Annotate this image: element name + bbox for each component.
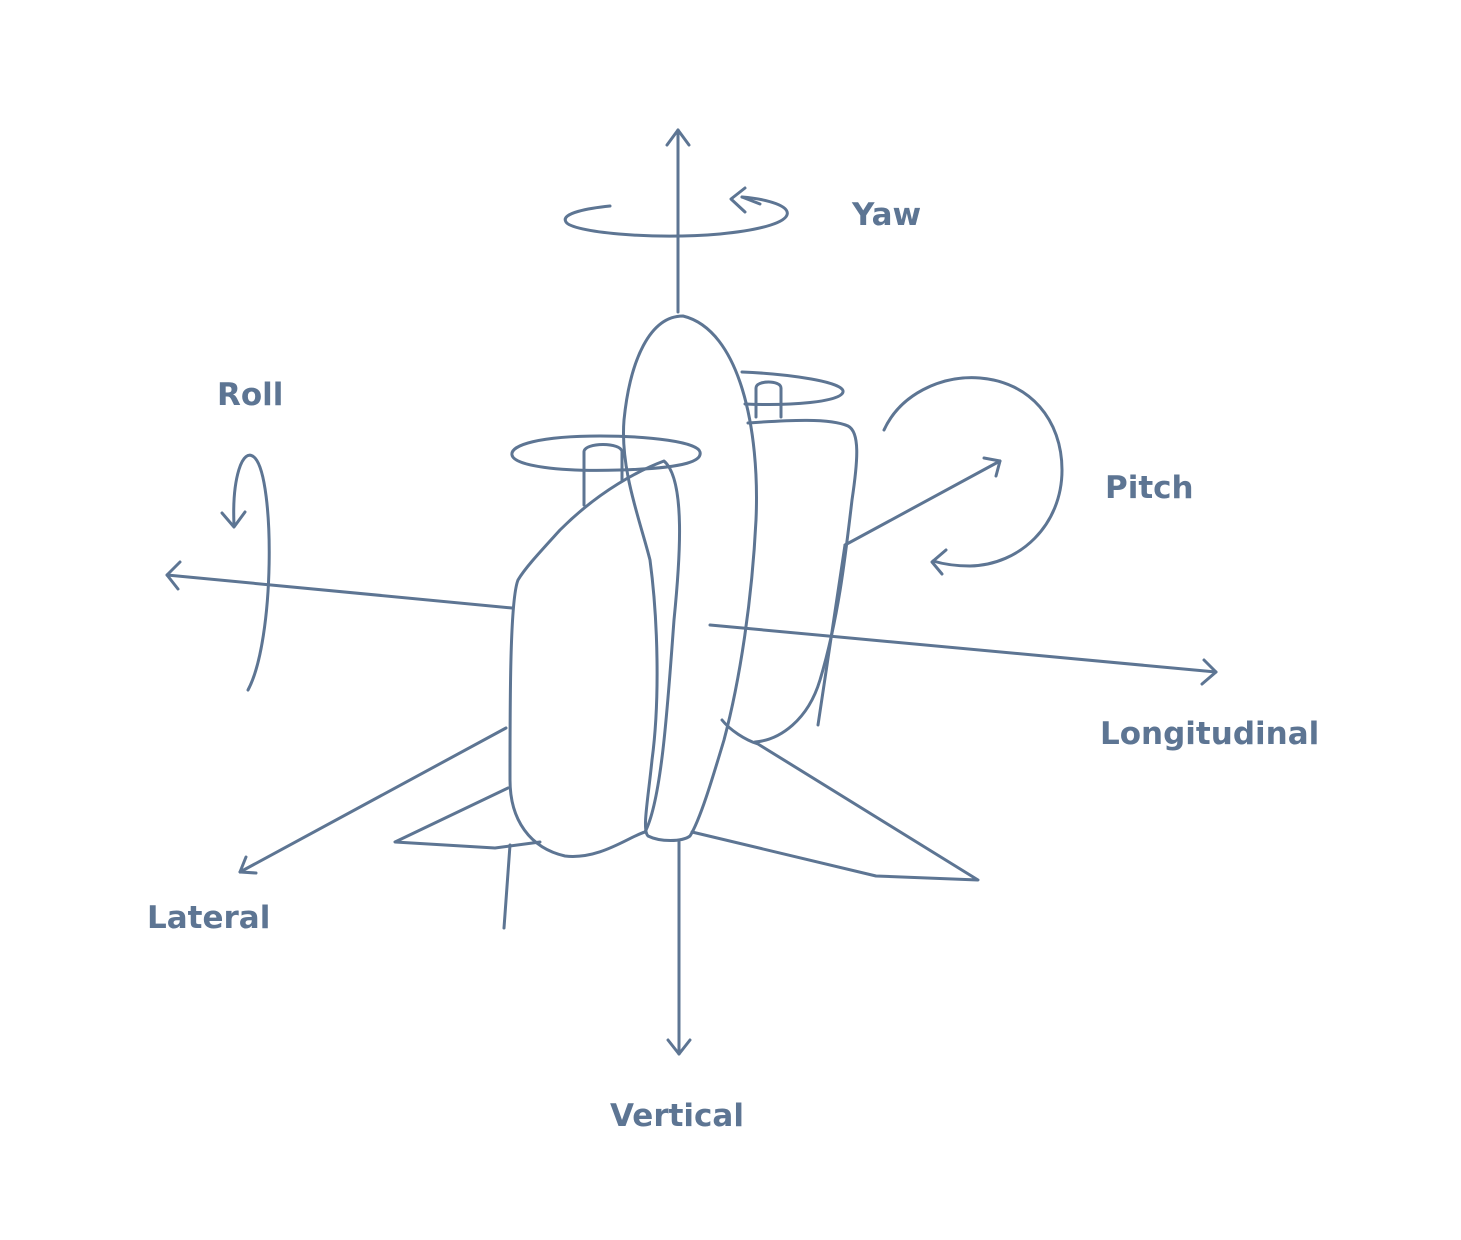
rear-propeller xyxy=(740,370,845,419)
roll-label: Roll xyxy=(217,377,283,413)
pitch-rotation-arrow xyxy=(882,376,1064,576)
roll-axis xyxy=(165,560,514,610)
vertical-axis-down xyxy=(666,840,692,1056)
yaw-rotation-arrow xyxy=(563,186,789,238)
front-wing xyxy=(508,459,682,858)
lateral-label: Lateral xyxy=(147,900,270,936)
lateral-axis xyxy=(238,726,508,875)
left-tail-fin xyxy=(393,786,542,930)
yaw-label: Yaw xyxy=(851,197,921,233)
rear-wing xyxy=(746,418,859,744)
pitch-label: Pitch xyxy=(1105,470,1194,506)
longitudinal-axis xyxy=(708,623,1218,686)
front-propeller xyxy=(510,434,702,507)
pitch-axis xyxy=(843,456,1002,547)
right-tail-fin xyxy=(690,718,980,882)
vertical-label: Vertical xyxy=(610,1098,744,1134)
central-fuselage xyxy=(621,314,758,842)
roll-rotation-arrow xyxy=(220,454,271,692)
longitudinal-label: Longitudinal xyxy=(1100,716,1319,752)
vertical-axis-up xyxy=(665,128,691,314)
